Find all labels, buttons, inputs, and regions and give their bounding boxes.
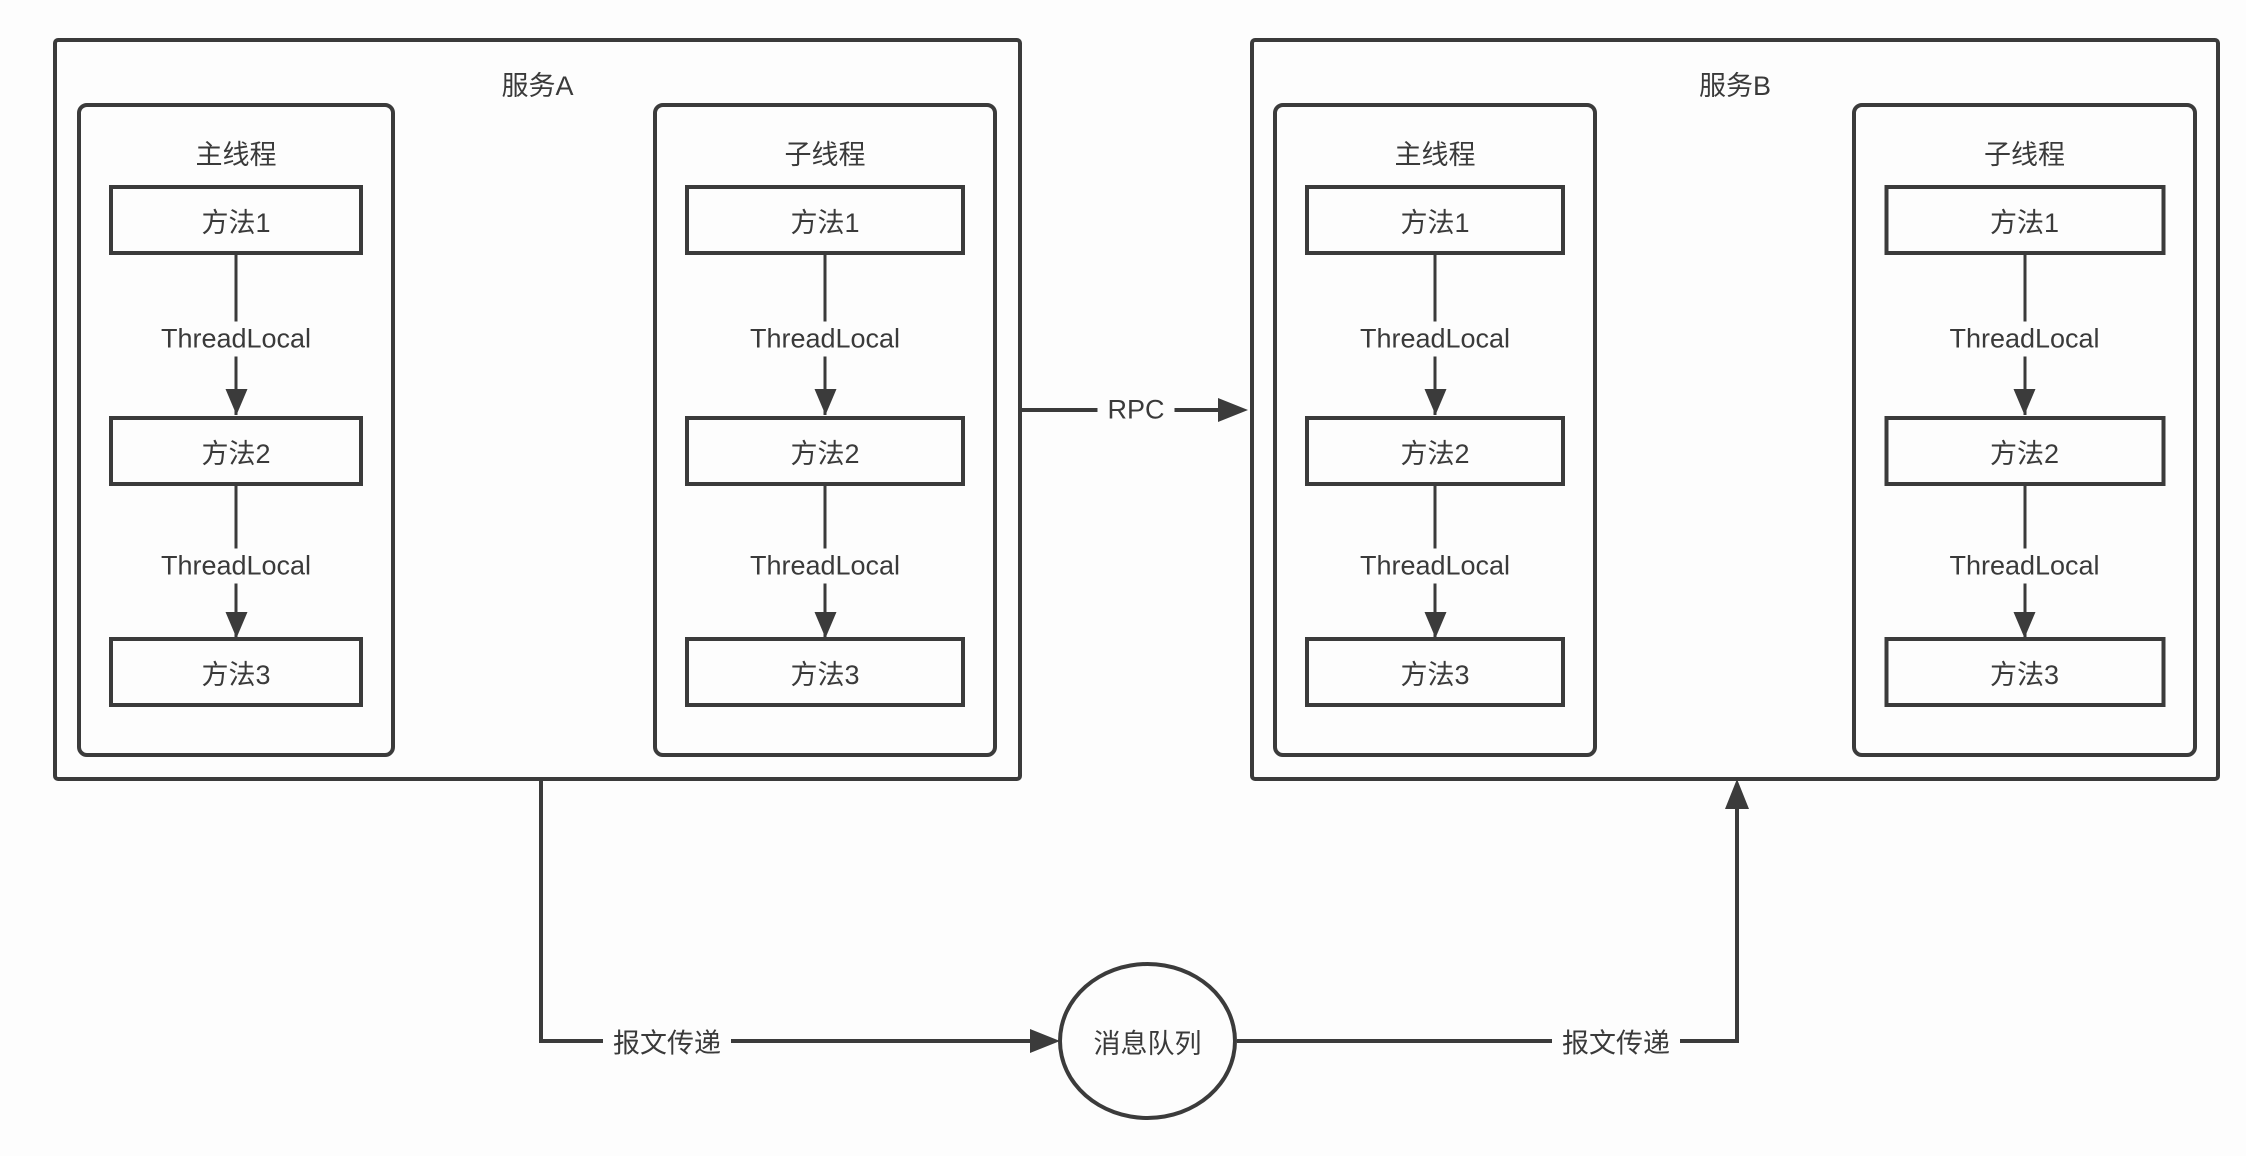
method-box-b-child-2: 方法2 xyxy=(1884,416,2165,486)
threadlocal-arrow-label: ThreadLocal xyxy=(150,321,322,357)
method-box-a-main-3: 方法3 xyxy=(109,637,363,707)
thread-box-a-child: 子线程 方法1 ThreadLocal 方法2 ThreadLocal 方法3 xyxy=(653,103,997,757)
method-label: 方法2 xyxy=(1400,438,1470,469)
threadlocal-arrow-label: ThreadLocal xyxy=(150,548,322,584)
thread-title-a-child: 子线程 xyxy=(784,140,866,170)
method-box-a-main-2: 方法2 xyxy=(109,416,363,486)
method-label: 方法1 xyxy=(790,207,860,238)
service-b-title: 服务B xyxy=(1698,71,1771,101)
service-a-to-queue-line-horizontal xyxy=(539,1039,1030,1043)
message-queue-circle: 消息队列 xyxy=(1058,962,1237,1120)
method-label: 方法3 xyxy=(1400,659,1470,690)
threadlocal-arrow-label: ThreadLocal xyxy=(1349,321,1521,357)
left-message-label: 报文传递 xyxy=(603,1019,731,1063)
rpc-label: RPC xyxy=(1097,392,1175,428)
method-label: 方法3 xyxy=(1989,659,2060,690)
thread-title-a-main: 主线程 xyxy=(195,140,277,170)
method-box-b-child-3: 方法3 xyxy=(1884,637,2165,707)
service-b-box: 服务B 主线程 方法1 ThreadLocal 方法2 ThreadLocal … xyxy=(1250,38,2220,781)
method-box-b-main-1: 方法1 xyxy=(1305,185,1565,255)
threadlocal-arrow-label: ThreadLocal xyxy=(1349,548,1521,584)
method-label: 方法3 xyxy=(790,659,860,690)
method-box-a-main-1: 方法1 xyxy=(109,185,363,255)
right-message-label: 报文传递 xyxy=(1552,1019,1680,1063)
method-box-b-child-1: 方法1 xyxy=(1884,185,2165,255)
thread-box-b-child: 子线程 方法1 ThreadLocal 方法2 ThreadLocal 方法3 xyxy=(1852,103,2197,757)
service-a-to-queue-line-vertical xyxy=(539,779,543,1041)
method-box-b-main-3: 方法3 xyxy=(1305,637,1565,707)
threadlocal-arrow-label: ThreadLocal xyxy=(1939,548,2110,584)
thread-box-a-main: 主线程 方法1 ThreadLocal 方法2 ThreadLocal 方法3 xyxy=(77,103,395,757)
threadlocal-arrow-label: ThreadLocal xyxy=(739,548,911,584)
queue-to-service-b-line-horizontal xyxy=(1237,1039,1739,1043)
thread-title-b-child: 子线程 xyxy=(1984,140,2065,170)
service-a-title: 服务A xyxy=(501,71,574,101)
method-box-a-child-2: 方法2 xyxy=(685,416,965,486)
method-box-a-child-3: 方法3 xyxy=(685,637,965,707)
method-box-b-main-2: 方法2 xyxy=(1305,416,1565,486)
message-queue-label: 消息队列 xyxy=(1093,1028,1202,1059)
method-label: 方法1 xyxy=(1989,207,2060,238)
service-a-box: 服务A 主线程 方法1 ThreadLocal 方法2 ThreadLocal … xyxy=(53,38,1022,781)
method-label: 方法2 xyxy=(1989,438,2060,469)
method-label: 方法1 xyxy=(1400,207,1470,238)
threadlocal-arrow-label: ThreadLocal xyxy=(1939,321,2110,357)
thread-title-b-main: 主线程 xyxy=(1394,140,1476,170)
queue-to-service-b-line-vertical xyxy=(1735,809,1739,1041)
service-b-arrowhead-up-icon xyxy=(1725,779,1749,809)
thread-box-b-main: 主线程 方法1 ThreadLocal 方法2 ThreadLocal 方法3 xyxy=(1273,103,1597,757)
threadlocal-arrow-label: ThreadLocal xyxy=(739,321,911,357)
method-label: 方法1 xyxy=(201,207,271,238)
queue-arrowhead-right-icon xyxy=(1030,1029,1060,1053)
rpc-arrowhead-right-icon xyxy=(1218,398,1248,422)
method-label: 方法2 xyxy=(790,438,860,469)
method-box-a-child-1: 方法1 xyxy=(685,185,965,255)
method-label: 方法3 xyxy=(201,659,271,690)
method-label: 方法2 xyxy=(201,438,271,469)
